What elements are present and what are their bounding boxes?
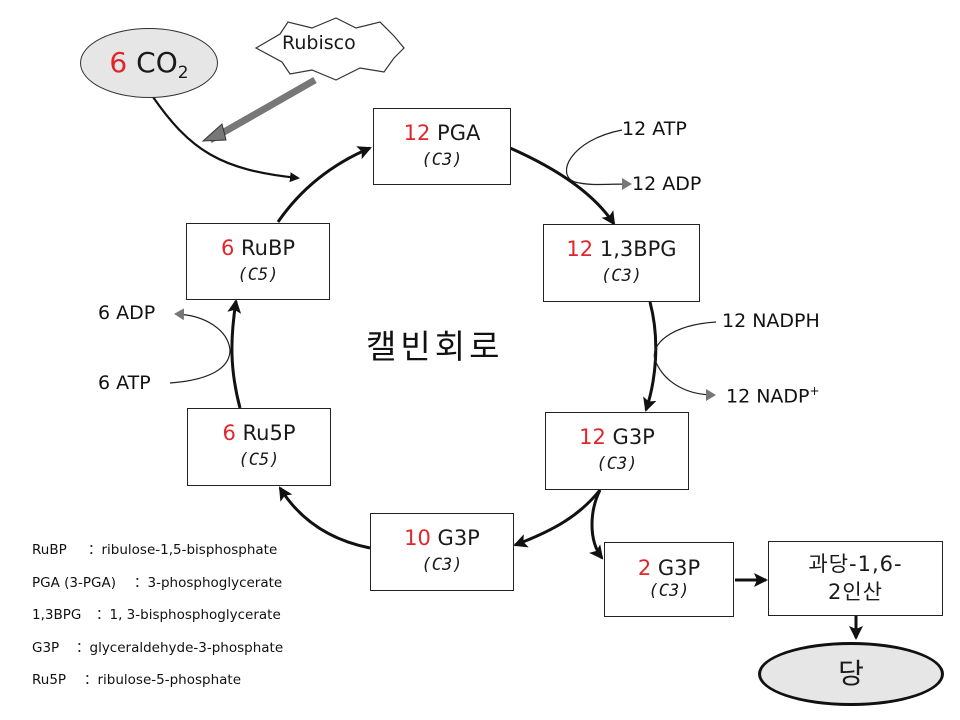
rubisco-action-arrow — [208, 76, 317, 144]
legend-abbr: G3P — [32, 639, 60, 656]
legend-row: Ru5P ：ribulose-5-phosphate — [32, 668, 283, 701]
node-name: G3P — [657, 556, 701, 580]
node-rubp: 6 RuBP (C5) — [186, 223, 330, 300]
co2-molecule: CO — [136, 46, 178, 79]
node-carbon: (C3) — [648, 581, 690, 601]
node-fructose-bisphosphate: 과당-1,6- 2인산 — [768, 541, 943, 616]
node-count: 6 — [222, 421, 236, 445]
node-count: 12 — [579, 425, 606, 449]
node-count: 12 — [566, 237, 594, 261]
cofactor-atp-6: 6 ATP — [98, 372, 151, 394]
legend-full: glyceraldehyde-3-phosphate — [89, 639, 284, 656]
node-carbon: (C3) — [421, 150, 463, 170]
legend-full: ribulose-1,5-bisphosphate — [101, 542, 278, 558]
node-count: 6 — [220, 236, 235, 260]
legend-row: RuBP ：ribulose-1,5-bisphosphate — [32, 538, 283, 571]
co2-subscript: 2 — [177, 63, 189, 83]
nadph-curve — [653, 321, 717, 401]
node-bpg: 12 1,3BPG (C3) — [543, 224, 700, 302]
node-carbon: (C3) — [601, 266, 642, 286]
legend-abbr: Ru5P — [32, 672, 67, 688]
co2-count: 6 — [109, 46, 128, 79]
fbp-line2: 2인산 — [827, 580, 883, 604]
rubisco-burst-shape — [254, 17, 405, 81]
legend-full: 3-phosphoglycerate — [147, 574, 283, 591]
node-name: Ru5P — [242, 421, 296, 445]
legend-full: 1, 3-bisphosphoglycerate — [109, 607, 281, 623]
arrow-g3p10-to-ru5p — [278, 486, 371, 550]
legend-abbr: RuBP — [32, 542, 67, 558]
arrow-rubp-to-pga — [276, 146, 372, 223]
arrow-g3p-to-g3p2 — [589, 489, 604, 560]
node-g3p-12: 12 G3P (C3) — [545, 412, 689, 490]
legend-sep: ： — [134, 574, 148, 591]
legend-row: 1,3BPG ：1, 3-bisphosphoglycerate — [32, 603, 283, 636]
node-name: G3P — [437, 526, 480, 550]
node-carbon: (C5) — [237, 265, 279, 285]
legend-full: ribulose-5-phosphate — [97, 672, 242, 688]
node-g3p-2: 2 G3P (C3) — [604, 542, 734, 617]
sugar-label: 당 — [838, 657, 864, 690]
node-name: G3P — [612, 425, 655, 449]
node-count: 12 — [403, 121, 431, 145]
arrow-ru5p-to-rubp — [227, 299, 242, 409]
nadp-superscript: + — [809, 384, 820, 398]
legend-sep: ： — [96, 607, 110, 623]
legend-row: G3P ：glyceraldehyde-3-phosphate — [32, 636, 283, 669]
cofactor-nadp-12: 12 NADP+ — [726, 384, 820, 407]
node-carbon: (C3) — [421, 555, 463, 575]
cofactor-nadph-12: 12 NADPH — [722, 310, 820, 332]
node-g3p-10: 10 G3P (C3) — [370, 513, 514, 591]
atp12-curve — [565, 129, 632, 191]
node-pga: 12 PGA (C3) — [373, 108, 511, 185]
node-count: 2 — [637, 556, 652, 580]
node-carbon: (C5) — [238, 450, 280, 470]
arrow-bpg-to-g3p — [643, 301, 658, 412]
abbreviation-legend: RuBP：ribulose-1,5-bisphosphate PGA (3-PG… — [32, 538, 283, 701]
node-name: 1,3BPG — [599, 237, 677, 261]
cofactor-atp-12: 12 ATP — [622, 118, 687, 140]
node-name: PGA — [437, 121, 481, 145]
node-carbon: (C3) — [596, 454, 638, 474]
legend-sep: ： — [76, 639, 90, 656]
fbp-line1: 과당-1,6- — [808, 552, 903, 576]
arrow-pga-to-bpg — [509, 146, 616, 226]
sugar-output-ellipse: 당 — [758, 642, 944, 706]
co2-input-ellipse: 6 CO2 — [80, 28, 218, 98]
arrow-g3p-to-g3p10 — [513, 489, 602, 548]
nadp-text: 12 NADP — [726, 385, 810, 408]
enzyme-label: Rubisco — [282, 32, 356, 54]
node-name: RuBP — [241, 236, 296, 260]
cofactor-adp-6: 6 ADP — [98, 302, 156, 324]
legend-sep: ： — [84, 672, 98, 688]
legend-abbr: PGA (3-PGA) — [32, 574, 116, 591]
legend-row: PGA (3-PGA) ：3-phosphoglycerate — [32, 571, 283, 604]
cofactor-adp-12: 12 ADP — [632, 173, 702, 195]
legend-abbr: 1,3BPG — [32, 607, 82, 623]
legend-sep: ： — [88, 542, 102, 558]
node-ru5p: 6 Ru5P (C5) — [187, 408, 331, 486]
node-count: 10 — [404, 526, 431, 550]
atp6-curve — [169, 308, 231, 384]
diagram-title: 캘빈회로 — [366, 327, 504, 366]
co2-input-arrow — [152, 96, 300, 183]
